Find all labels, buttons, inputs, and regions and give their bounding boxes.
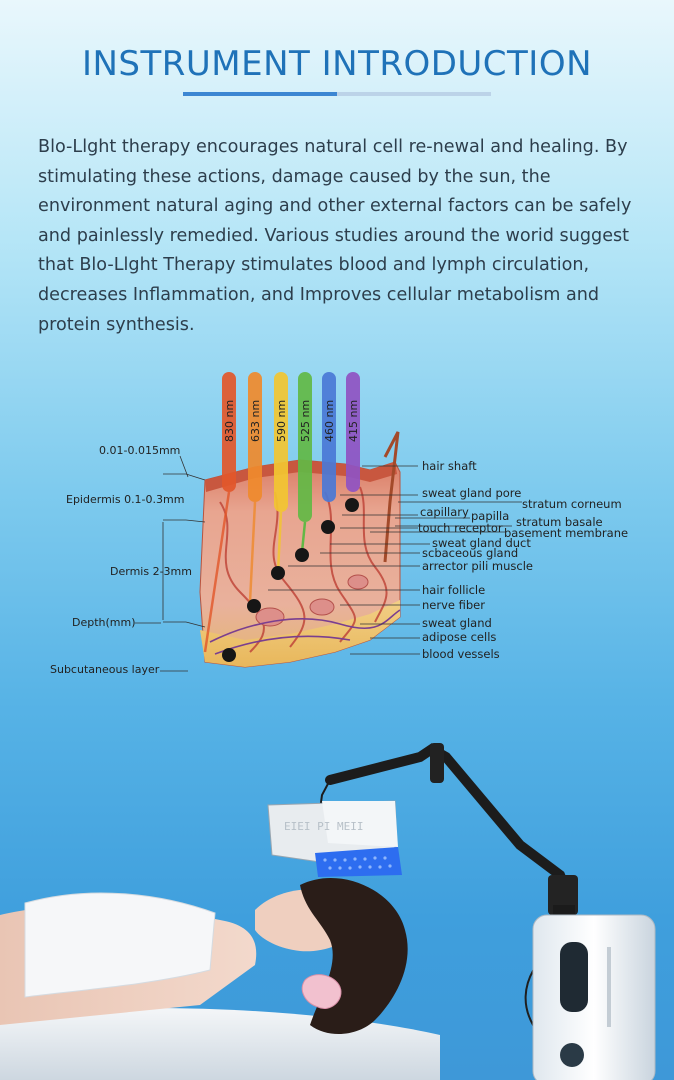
skin-layer-diagram: 830 nm 633 nm 590 nm 525 nm 460 nm 415 n…	[50, 372, 628, 676]
svg-text:525 nm: 525 nm	[299, 400, 312, 442]
probe-525: 525 nm	[298, 372, 312, 553]
label-nerve-fiber: nerve fiber	[422, 598, 485, 612]
left-dimension-lines	[135, 455, 206, 672]
label-adipose-cells: adipose cells	[422, 630, 496, 644]
patient-figure	[0, 877, 408, 1035]
light-probes: 830 nm 633 nm 590 nm 525 nm 460 nm 415 n…	[203, 372, 360, 653]
treatment-scene: EIEI PI MEII	[0, 743, 656, 1080]
label-touch-receptor: touch receptor	[418, 521, 503, 535]
label-thin-layer: 0.01-0.015mm	[99, 444, 180, 457]
penetration-dots	[222, 498, 359, 662]
label-basement-membrane: basement membrane	[504, 526, 628, 540]
intro-paragraph: Blo-Llght therapy encourages natural cel…	[38, 137, 632, 335]
label-sebaceous-gland: scbaceous gland	[422, 546, 518, 560]
svg-text:633 nm: 633 nm	[249, 400, 262, 442]
probe-633: 633 nm	[248, 372, 262, 603]
svg-text:590 nm: 590 nm	[275, 400, 288, 442]
label-stratum-corneum: stratum corneum	[522, 497, 622, 511]
led-panel-head: EIEI PI MEII	[267, 800, 402, 877]
probe-590: 590 nm	[274, 372, 288, 573]
svg-text:460 nm: 460 nm	[323, 400, 336, 442]
label-sweat-gland-pore: sweat gland pore	[422, 486, 521, 500]
right-leader-lines	[268, 465, 522, 655]
probe-415: 415 nm	[346, 372, 360, 492]
label-hair-follicle: hair follicle	[422, 583, 485, 597]
page-title: INSTRUMENT INTRODUCTION	[81, 44, 593, 84]
label-epidermis: Epidermis 0.1-0.3mm	[66, 493, 184, 506]
label-capillary: capillary	[420, 505, 469, 519]
label-sweat-gland-duct: sweat gland duct	[432, 536, 531, 550]
label-hair-shaft: hair shaft	[422, 459, 477, 473]
title-underline	[183, 92, 491, 96]
probe-460: 460 nm	[322, 372, 336, 502]
label-depth: Depth(mm)	[72, 616, 136, 629]
label-sweat-gland: sweat gland	[422, 616, 492, 630]
skin-block	[199, 431, 401, 668]
label-subcutaneous: Subcutaneous layer	[50, 663, 160, 676]
label-papilla: papilla	[471, 509, 509, 523]
device-cabinet	[532, 914, 656, 1080]
label-arrector-pili: arrector pili muscle	[422, 559, 533, 573]
svg-text:830 nm: 830 nm	[223, 400, 236, 442]
label-stratum-basale: stratum basale	[516, 515, 603, 529]
panel-text: EIEI PI MEII	[284, 820, 363, 833]
probe-830: 830 nm	[203, 372, 236, 653]
label-blood-vessels: blood vessels	[422, 647, 500, 661]
svg-text:415 nm: 415 nm	[347, 400, 360, 442]
label-dermis: Dermis 2-3mm	[110, 565, 192, 578]
